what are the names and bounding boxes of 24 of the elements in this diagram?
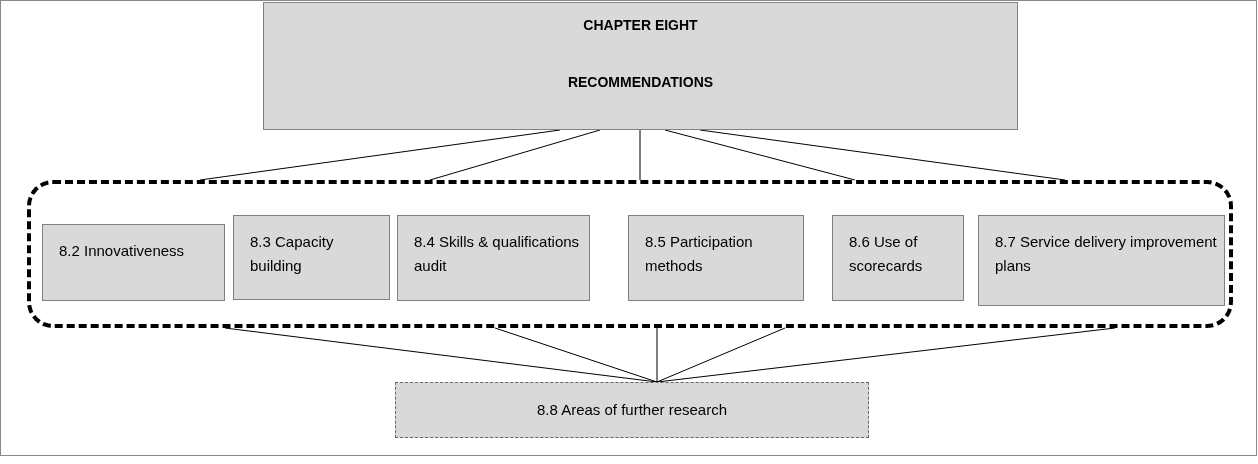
section-box	[42, 224, 225, 301]
section-box	[832, 215, 964, 301]
section-title: 8.6 Use of scorecards	[849, 232, 924, 276]
section-title: 8.2 Innovativeness	[59, 241, 186, 261]
connector-line	[664, 129, 856, 181]
chapter-heading: RECOMMENDATIONS	[567, 73, 714, 91]
section-box	[978, 215, 1225, 306]
section-title: 8.3 Capacity building	[250, 232, 335, 276]
connector-line	[656, 327, 658, 383]
connector-line	[656, 327, 786, 383]
section-title: 8.7 Service delivery improvement plans	[995, 232, 1218, 276]
section-box	[233, 215, 390, 300]
section-box	[395, 382, 869, 438]
section-box	[628, 215, 804, 301]
chapter-box	[263, 2, 1018, 130]
section-title: 8.8 Areas of further research	[536, 399, 728, 420]
connector-line	[639, 129, 641, 181]
section-title: 8.4 Skills & qualifications audit	[414, 232, 581, 276]
connector-line	[494, 327, 658, 383]
chapter-heading: CHAPTER EIGHT	[583, 17, 698, 35]
section-box	[397, 215, 590, 301]
dashed-group-frame	[27, 180, 1233, 328]
section-title: 8.5 Participation methods	[645, 232, 754, 276]
connector-line	[429, 129, 601, 181]
